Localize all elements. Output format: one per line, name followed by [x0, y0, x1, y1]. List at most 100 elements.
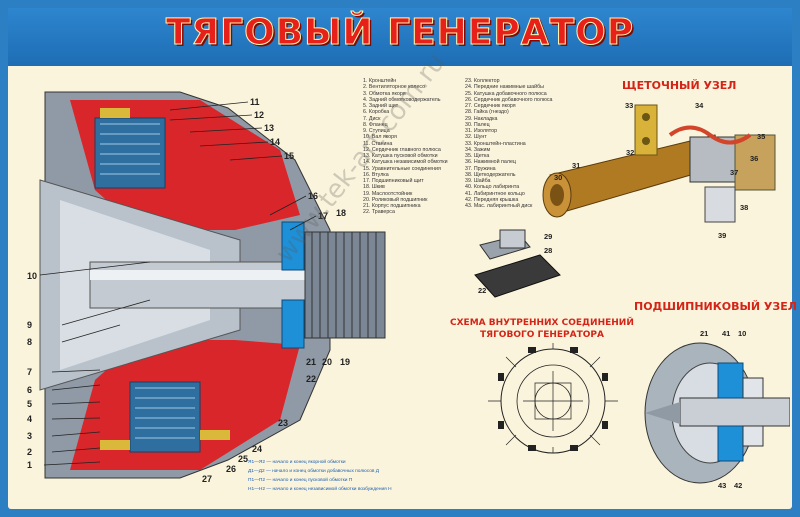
- legend-item: 36. Нажимной палец: [465, 159, 516, 166]
- scheme-caption-line-1: СХЕМА ВНУТРЕННИХ СОЕДИНЕНИЙ: [450, 318, 634, 328]
- svg-text:33: 33: [625, 101, 633, 110]
- legend-item: 9. Ступица: [363, 128, 390, 134]
- svg-text:34: 34: [695, 101, 704, 110]
- legend-item: 10. Вал якоря: [363, 134, 397, 141]
- svg-text:41: 41: [722, 329, 730, 338]
- svg-text:38: 38: [740, 203, 748, 212]
- svg-text:20: 20: [322, 357, 332, 367]
- svg-text:15: 15: [284, 151, 294, 161]
- wiring-legend-item: Д1—Д2 — начало и конец обмотки добавочны…: [248, 469, 379, 474]
- legend-item: 38. Щеткодержатель: [465, 171, 516, 178]
- svg-text:6: 6: [27, 385, 32, 395]
- svg-text:14: 14: [270, 137, 280, 147]
- svg-text:12: 12: [254, 110, 264, 120]
- legend-item: 13. Катушка пусковой обмотки: [363, 153, 438, 159]
- svg-text:19: 19: [340, 357, 350, 367]
- legend-item: 25. Катушка добавочного полюса: [465, 90, 547, 97]
- legend-item: 28. Гайка (гнездо): [465, 109, 509, 116]
- svg-text:10: 10: [27, 271, 37, 281]
- svg-text:13: 13: [264, 123, 274, 133]
- legend-column-1: 1. Кронштейн 2. Вентиляторное колесо 3. …: [363, 78, 448, 216]
- legend-item: 11. Станина: [363, 140, 393, 147]
- scheme-caption-line-2: ТЯГОВОГО ГЕНЕРАТОРА: [480, 330, 604, 340]
- svg-text:37: 37: [730, 168, 738, 177]
- svg-text:21: 21: [700, 329, 708, 338]
- legend-item: 18. Шкив: [363, 184, 385, 191]
- poster-title: ТЯГОВЫЙ ГЕНЕРАТОР: [165, 12, 635, 54]
- svg-text:17: 17: [318, 211, 328, 221]
- svg-text:4: 4: [27, 414, 32, 424]
- svg-text:18: 18: [336, 208, 346, 218]
- legend-item: 17. Подшипниковый щит: [363, 178, 424, 184]
- legend-item: 31. Изолятор: [465, 128, 498, 134]
- legend-item: 8. Фланец: [363, 121, 388, 128]
- legend-item: 27. Сердечник якоря: [465, 103, 516, 109]
- legend-item: 21. Корпус подшипника: [363, 203, 421, 209]
- svg-text:7: 7: [27, 367, 32, 377]
- svg-text:25: 25: [238, 454, 248, 464]
- svg-text:9: 9: [27, 320, 32, 330]
- legend-item: 19. Маслоотстойник: [363, 190, 413, 197]
- legend-item: 2. Вентиляторное колесо: [363, 84, 426, 91]
- svg-text:39: 39: [718, 231, 726, 240]
- svg-text:27: 27: [202, 474, 212, 484]
- legend-item: 32. Шунт: [465, 134, 487, 141]
- legend-item: 7. Диск: [363, 115, 381, 122]
- svg-text:10: 10: [738, 329, 746, 338]
- svg-text:22: 22: [306, 374, 316, 384]
- title-bar: [8, 8, 792, 66]
- legend-item: 40. Кольцо лабиринта: [465, 184, 520, 191]
- legend-item: 22. Траверса: [363, 209, 395, 216]
- legend-column-2: 23. Коллектор 24. Передние нажимные шайб…: [465, 78, 552, 209]
- svg-text:31: 31: [572, 161, 580, 170]
- legend-item: 12. Сердечник главного полюса: [363, 146, 441, 153]
- svg-text:23: 23: [278, 418, 288, 428]
- svg-text:16: 16: [308, 191, 318, 201]
- wiring-legend-item: Я1—Я2 — начало и конец якорной обмотки: [248, 460, 346, 465]
- svg-text:26: 26: [226, 464, 236, 474]
- svg-text:35: 35: [757, 132, 765, 141]
- bearing-assembly-caption: ПОДШИПНИКОВЫЙ УЗЕЛ: [634, 300, 797, 313]
- legend-item: 1. Кронштейн: [363, 78, 397, 84]
- legend-item: 37. Пружина: [465, 165, 496, 172]
- legend-item: 20. Роликовый подшипник: [363, 196, 428, 203]
- brush-assembly-caption: ЩЕТОЧНЫЙ УЗЕЛ: [622, 79, 737, 92]
- legend-item: 5. Задний щит: [363, 103, 399, 109]
- legend-item: 39. Шайба: [465, 178, 491, 184]
- svg-text:28: 28: [544, 246, 552, 255]
- legend-item: 16. Втулка: [363, 171, 389, 178]
- legend-item: 30. Палец: [465, 121, 490, 128]
- legend-item: 33. Кронштейн-пластина: [465, 140, 526, 147]
- legend-item: 42. Передняя крышка: [465, 196, 519, 203]
- svg-text:21: 21: [306, 357, 316, 367]
- svg-text:11: 11: [250, 97, 260, 107]
- legend-item: 14. Катушка независимой обмотки: [363, 159, 448, 166]
- svg-text:43: 43: [718, 481, 726, 490]
- legend-item: 24. Передние нажимные шайбы: [465, 84, 544, 91]
- bearing-assembly-diagram: 21 41 10 43 42: [644, 329, 790, 490]
- brush-assembly-diagram: 33 34 35 36 37 38 39 32 31 30: [542, 101, 776, 240]
- svg-text:29: 29: [544, 232, 552, 241]
- legend-item: 35. Щетка: [465, 153, 490, 159]
- wiring-legend: Я1—Я2 — начало и конец якорной обмотки Д…: [248, 458, 392, 494]
- svg-text:36: 36: [750, 154, 758, 163]
- legend-item: 23. Коллектор: [465, 78, 500, 84]
- internal-connections-scheme: [488, 343, 618, 454]
- svg-text:8: 8: [27, 337, 32, 347]
- legend-item: 34. Зажим: [465, 146, 491, 153]
- legend-item: 41. Лабиринтное кольцо: [465, 190, 525, 197]
- legend-item: 26. Сердечник добавочного полюса: [465, 96, 553, 103]
- svg-text:22: 22: [478, 286, 486, 295]
- svg-text:32: 32: [626, 148, 634, 157]
- svg-text:1: 1: [27, 460, 32, 470]
- svg-text:30: 30: [554, 173, 562, 182]
- legend-item: 29. Накладка: [465, 115, 498, 122]
- svg-text:42: 42: [734, 481, 742, 490]
- legend-item: 4. Задний обмотководержатель: [363, 96, 441, 103]
- traverse-part-diagram: 29 28 22: [474, 229, 561, 298]
- wiring-legend-item: Н1—Н2 — начало и конец независимой обмот…: [248, 487, 392, 492]
- legend-item: 3. Обмотка якоря: [363, 90, 406, 97]
- legend-item: 15. Уравнительные соединения: [363, 165, 441, 172]
